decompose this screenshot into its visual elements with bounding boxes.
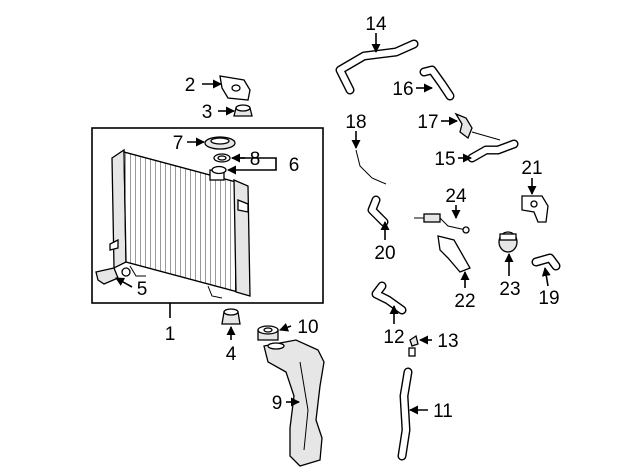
callout-1: 1 <box>165 324 176 345</box>
leader-19 <box>541 267 551 287</box>
callout-22: 22 <box>454 291 475 312</box>
leader-lines <box>115 33 551 415</box>
callout-12: 12 <box>383 327 404 348</box>
part-10-cushion <box>257 325 279 341</box>
callout-13: 13 <box>437 331 458 352</box>
callout-labels: 1 2 3 4 5 6 7 8 9 10 11 12 13 14 15 16 1… <box>137 14 560 422</box>
part-12-hose <box>371 281 407 315</box>
callout-6: 6 <box>289 155 300 176</box>
radiator <box>109 148 251 299</box>
callout-7: 7 <box>173 133 184 154</box>
part-3-cushion <box>233 104 253 117</box>
callout-19: 19 <box>538 288 559 309</box>
part-21-bracket <box>521 195 549 223</box>
callout-16: 16 <box>392 79 413 100</box>
part-11-overflow-hose <box>397 367 413 461</box>
part-4-mount <box>221 308 241 325</box>
callout-8: 8 <box>250 149 261 170</box>
part-16-hose <box>419 65 455 101</box>
part-7-cap <box>204 136 236 150</box>
part-15-hose <box>467 139 519 163</box>
callout-11: 11 <box>433 401 453 422</box>
part-20-hose <box>367 195 389 227</box>
leader-5 <box>115 277 133 288</box>
callout-18: 18 <box>345 112 366 133</box>
part-18-hose <box>355 149 387 185</box>
callout-21: 21 <box>521 158 542 179</box>
callout-10: 10 <box>297 317 318 338</box>
callout-14: 14 <box>365 14 387 35</box>
callout-3: 3 <box>202 102 213 123</box>
callout-17: 17 <box>417 112 438 133</box>
part-8-rings <box>211 153 231 175</box>
callout-4: 4 <box>226 344 237 365</box>
leader-10 <box>279 323 292 332</box>
part-17-joint <box>454 112 501 141</box>
callout-2: 2 <box>185 75 196 96</box>
part-14-upper-hose <box>335 39 419 95</box>
part-5-drain-plug <box>95 267 131 285</box>
part-24-sensor <box>414 213 470 234</box>
callout-20: 20 <box>374 243 395 264</box>
callout-15: 15 <box>434 149 455 170</box>
radiator-group-box <box>91 127 324 304</box>
callout-24: 24 <box>445 186 467 207</box>
part-23-valve <box>498 231 518 253</box>
part-13-bolt <box>408 334 419 357</box>
callout-23: 23 <box>499 279 520 300</box>
callout-5: 5 <box>137 279 148 300</box>
leader-6 <box>266 157 277 171</box>
part-22-bracket <box>437 235 471 273</box>
part-2-bracket <box>219 75 251 101</box>
part-19-hose <box>531 253 561 271</box>
callout-9: 9 <box>272 393 283 414</box>
